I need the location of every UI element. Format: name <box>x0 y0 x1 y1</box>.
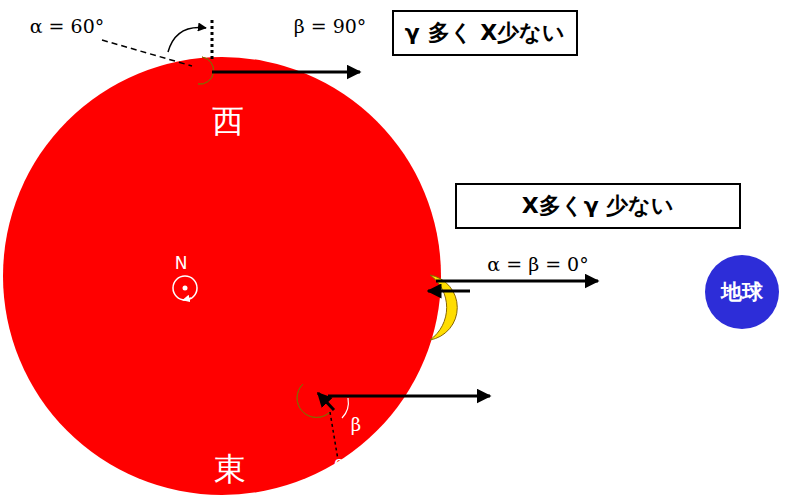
angle-label: β = 90° <box>294 15 367 37</box>
earth-circle: 地球 <box>705 255 779 329</box>
rotation-axis-dot <box>183 286 188 291</box>
angle-symbol: β <box>351 414 361 435</box>
direction-arrow <box>428 290 470 293</box>
pole-label: N <box>175 253 188 273</box>
note-box: X多くγ 少ない <box>455 183 741 229</box>
direction-arrow <box>212 71 360 74</box>
angle-symbol: α <box>334 452 346 473</box>
note-text: X多くγ 少ない <box>522 191 675 221</box>
direction-label: 東 <box>214 450 246 488</box>
angle-label: α = β = 0° <box>487 253 588 275</box>
angle-arc <box>168 28 206 53</box>
direction-arrow <box>436 280 598 283</box>
planet-label: 地球 <box>721 278 763 306</box>
angle-label: α = 60° <box>30 15 105 37</box>
vertical-guide <box>211 20 214 60</box>
direction-arrow <box>328 395 490 398</box>
direction-label: 西 <box>212 102 244 140</box>
note-text: γ 多く X少ない <box>405 18 565 48</box>
sun-disc: 西 N 東 <box>3 57 441 495</box>
note-box: γ 多く X少ない <box>392 10 578 56</box>
